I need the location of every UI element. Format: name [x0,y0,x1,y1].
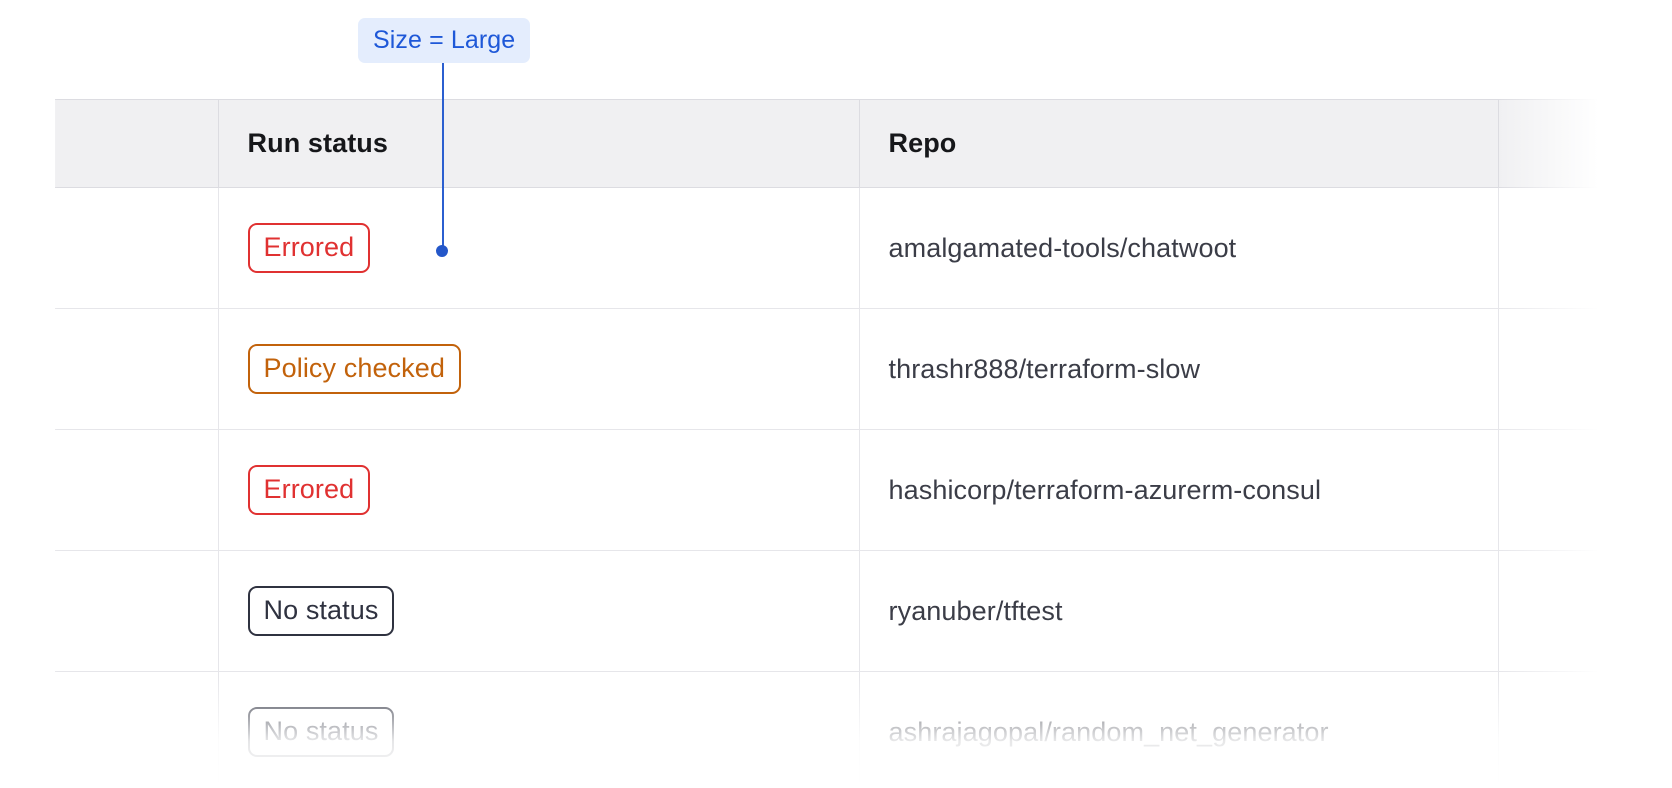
row-overflow-cell [1498,550,1672,672]
row-run-status-cell: No status [218,671,860,788]
row-run-status-cell: Errored [218,187,860,309]
status-badge[interactable]: Errored [247,465,371,515]
table-header-row: Run status Repo [55,99,1672,188]
table-row[interactable]: No status ashrajagopal/random_net_genera… [55,671,1672,788]
table-row[interactable]: Errored amalgamated-tools/chatwoot [55,187,1672,309]
annotation-target-dot [436,245,448,257]
status-badge[interactable]: Errored [247,223,371,273]
row-run-status-cell: Policy checked [218,308,860,430]
table-body: Errored amalgamated-tools/chatwoot Polic… [55,187,1672,788]
row-select-cell[interactable] [55,671,219,788]
status-badge[interactable]: No status [247,586,395,636]
row-overflow-cell [1498,671,1672,788]
row-repo-cell[interactable]: amalgamated-tools/chatwoot [859,187,1499,309]
row-repo-cell[interactable]: hashicorp/terraform-azurerm-consul [859,429,1499,551]
table-row[interactable]: No status ryanuber/tftest [55,550,1672,672]
column-header-select[interactable] [55,99,219,188]
annotation-label: Size = Large [358,18,531,63]
row-overflow-cell [1498,187,1672,309]
annotation-callout: Size = Large [358,18,531,63]
row-select-cell[interactable] [55,187,219,309]
row-repo-cell[interactable]: thrashr888/terraform-slow [859,308,1499,430]
row-overflow-cell [1498,429,1672,551]
row-select-cell[interactable] [55,550,219,672]
row-select-cell[interactable] [55,429,219,551]
column-header-run-status[interactable]: Run status [218,99,860,188]
column-header-overflow [1498,99,1672,188]
annotation-leader-line [442,58,444,252]
status-badge[interactable]: No status [247,707,395,757]
row-overflow-cell [1498,308,1672,430]
runs-table: Run status Repo Errored amalgamated-tool… [55,99,1672,788]
row-repo-cell[interactable]: ashrajagopal/random_net_generator [859,671,1499,788]
status-badge[interactable]: Policy checked [247,344,461,394]
table-row[interactable]: Errored hashicorp/terraform-azurerm-cons… [55,429,1672,551]
column-header-repo[interactable]: Repo [859,99,1499,188]
row-run-status-cell: Errored [218,429,860,551]
table-header: Run status Repo [55,99,1672,188]
row-select-cell[interactable] [55,308,219,430]
row-repo-cell[interactable]: ryanuber/tftest [859,550,1499,672]
table-row[interactable]: Policy checked thrashr888/terraform-slow [55,308,1672,430]
row-run-status-cell: No status [218,550,860,672]
